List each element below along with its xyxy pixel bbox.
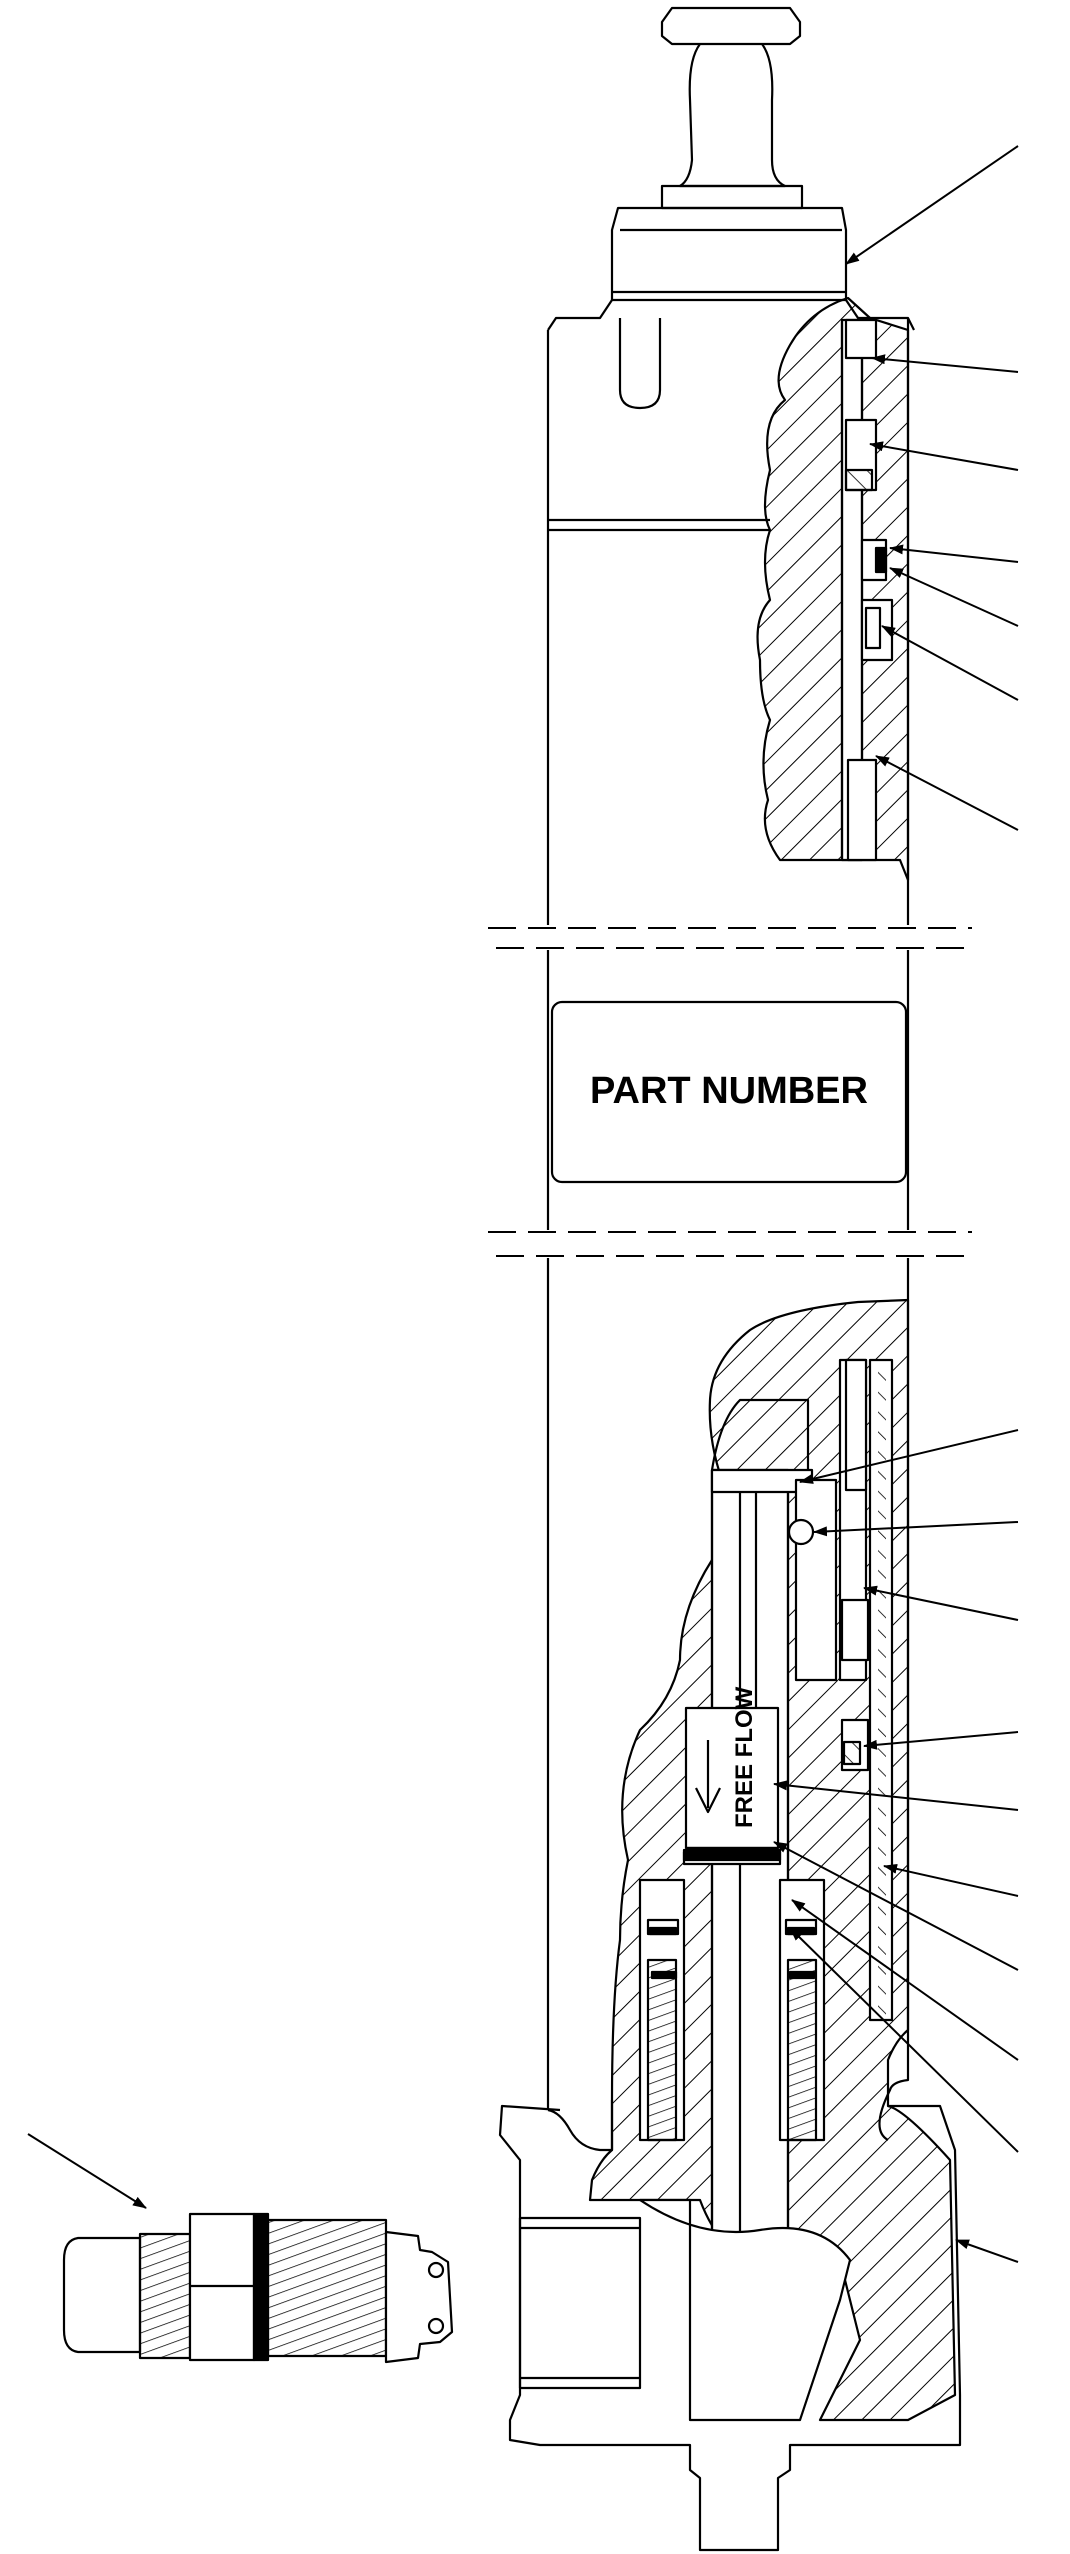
plunger-knob — [610, 6, 848, 302]
upper-cutaway — [756, 296, 910, 882]
middle-body — [546, 950, 910, 1230]
leader-line — [863, 1731, 1019, 1750]
leader-line — [881, 625, 1019, 701]
part-number-text: PART NUMBER — [590, 1070, 868, 1112]
leader-line — [789, 1927, 1019, 2153]
leader-line — [871, 354, 1019, 373]
leader-line — [791, 1899, 1019, 2061]
leader-line — [955, 2239, 1019, 2263]
leader-line — [863, 1585, 1019, 1621]
leader-line-fitting — [27, 2133, 147, 2209]
leader-line — [889, 544, 1019, 563]
leader-lines — [27, 145, 1019, 2263]
leader-line — [883, 1863, 1019, 1897]
fitting — [62, 2212, 454, 2364]
leader-line — [889, 567, 1019, 627]
leader-line — [875, 755, 1019, 831]
leader-line — [869, 441, 1019, 471]
leader-line — [813, 1521, 1019, 1537]
free-flow-text: FREE FLOW — [731, 1686, 758, 1828]
leader-line — [799, 1429, 1019, 1484]
leader-line — [773, 1780, 1019, 1811]
part-number-plate: PART NUMBER — [550, 1000, 908, 1184]
leader-line — [773, 1841, 1019, 1971]
break-lines — [488, 927, 972, 1257]
lower-cutaway — [588, 1298, 957, 2422]
leader-line — [845, 145, 1019, 265]
